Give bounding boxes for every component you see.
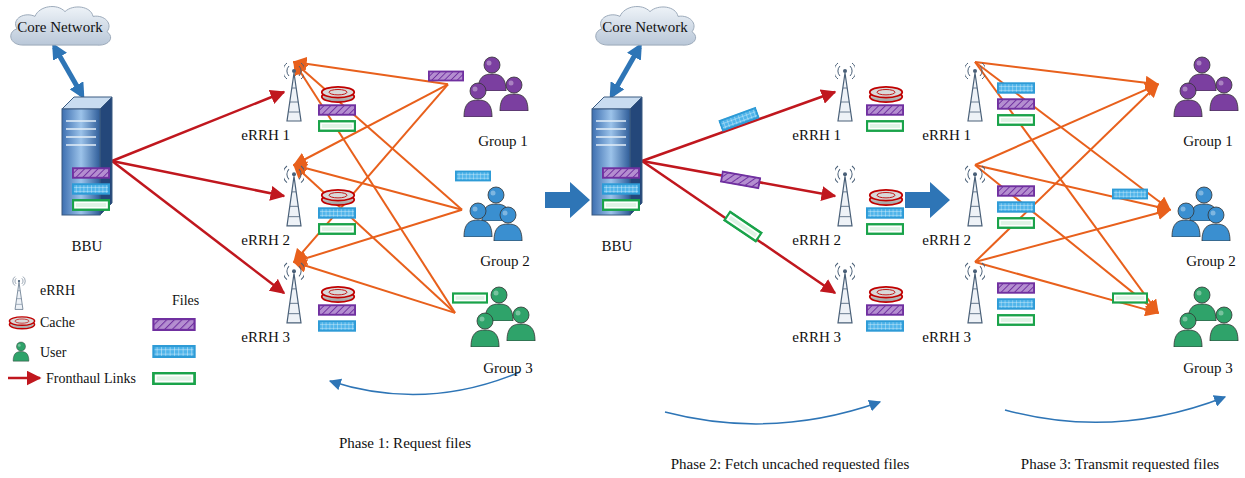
- node-label: Group 2: [480, 252, 530, 270]
- fronthaul-link: [642, 161, 835, 293]
- antenna-node: eRRH 2: [965, 165, 985, 227]
- node-label: eRRH 2: [922, 231, 971, 249]
- server-node: BBU: [592, 95, 642, 215]
- wireless-link: [975, 62, 1170, 210]
- user-group: Group 1: [448, 55, 538, 120]
- phase-caption: Phase 3: Transmit requested files: [1021, 455, 1219, 473]
- wireless-link: [294, 62, 448, 84]
- cloud-node: Core Network: [5, 3, 115, 47]
- antenna-node: eRRH 3: [835, 262, 855, 324]
- fronthaul-link: [642, 92, 835, 161]
- antenna-node: eRRH 2: [835, 165, 855, 227]
- wireless-link: [975, 262, 1158, 313]
- core-link: [612, 47, 640, 95]
- antenna-node: eRRH 1: [835, 62, 855, 122]
- node-label: Core Network: [17, 18, 102, 36]
- legend-text: Fronthaul Links: [46, 370, 136, 387]
- legend-text: Files: [172, 292, 199, 309]
- node-label: eRRH 1: [792, 126, 841, 144]
- antenna-node: eRRH 3: [965, 262, 985, 324]
- legend-text: eRRH: [40, 282, 75, 299]
- core-link: [55, 47, 83, 95]
- cloud-node: Core Network: [590, 3, 700, 47]
- node-label: eRRH 3: [792, 328, 841, 346]
- node-label: eRRH 2: [241, 231, 290, 249]
- wireless-link: [975, 62, 1158, 84]
- node-label: eRRH 2: [792, 231, 841, 249]
- user-group: Group 3: [1158, 285, 1238, 347]
- node-label: Group 3: [483, 359, 533, 377]
- user-group: Group 2: [462, 185, 528, 240]
- user-group: Group 3: [455, 285, 541, 347]
- node-label: Group 3: [1183, 359, 1233, 377]
- node-label: BBU: [602, 237, 633, 255]
- antenna-node: eRRH 3: [284, 262, 304, 324]
- fronthaul-link: [112, 161, 284, 293]
- node-label: eRRH 1: [922, 126, 971, 144]
- wireless-link: [294, 62, 455, 313]
- wireless-link: [975, 165, 1158, 313]
- antenna-node: eRRH 2: [284, 165, 304, 227]
- phase-caption: Phase 1: Request files: [339, 434, 471, 452]
- fronthaul-link: [642, 161, 835, 196]
- antenna-node: eRRH 1: [965, 62, 985, 122]
- fronthaul-link: [112, 92, 284, 161]
- fronthaul-link: [112, 161, 284, 196]
- node-label: eRRH 3: [241, 328, 290, 346]
- node-label: Core Network: [602, 18, 687, 36]
- user-group: Group 2: [1170, 185, 1232, 240]
- phase-caption: Phase 2: Fetch uncached requested files: [671, 455, 910, 473]
- node-label: BBU: [72, 237, 103, 255]
- node-label: Group 2: [1186, 252, 1236, 270]
- user-group: Group 1: [1158, 55, 1238, 120]
- wireless-link: [975, 210, 1170, 262]
- node-label: eRRH 1: [241, 126, 290, 144]
- wireless-link: [975, 84, 1158, 165]
- antenna-node: eRRH 1: [284, 62, 304, 122]
- node-label: Group 1: [478, 132, 528, 150]
- wireless-link: [975, 84, 1158, 262]
- node-label: eRRH 3: [922, 328, 971, 346]
- legend-text: User: [40, 344, 66, 361]
- wireless-link: [975, 62, 1158, 313]
- node-label: Group 1: [1183, 132, 1233, 150]
- wireless-link: [294, 165, 455, 313]
- legend-text: Cache: [40, 314, 75, 331]
- server-node: BBU: [62, 95, 112, 215]
